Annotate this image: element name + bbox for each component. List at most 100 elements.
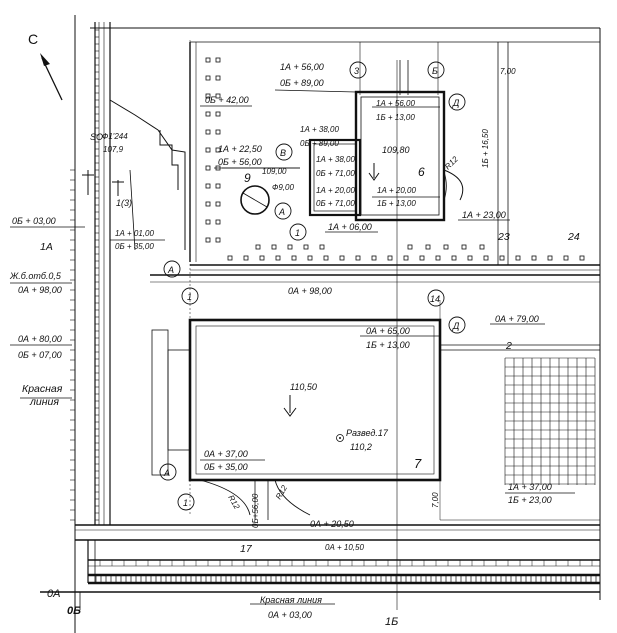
label-0a-80: 0А + 80,00 xyxy=(18,334,62,344)
square-mark xyxy=(563,255,569,261)
square-mark xyxy=(443,244,449,250)
axis-label-0a: 0А xyxy=(47,588,60,600)
label-06-56: 0Б+56,00 xyxy=(251,493,260,528)
square-mark xyxy=(227,255,233,261)
marker-1c: 1 xyxy=(183,498,188,508)
square-mark xyxy=(407,244,413,250)
label-1a-38b: 1А + 38,00 xyxy=(316,155,355,164)
square-mark xyxy=(215,57,221,63)
label-0a-37a: 0А + 37,00 xyxy=(204,449,248,459)
elev-phi: Ф9,00 xyxy=(272,183,294,192)
label-06-89b: 0Б + 89,00 xyxy=(300,139,339,148)
label-06-71a: 0Б + 71,00 xyxy=(316,169,355,178)
label-06-03: 0Б + 03,00 xyxy=(12,216,56,226)
grid-block xyxy=(504,357,596,485)
square-mark xyxy=(425,244,431,250)
axis-label-16: 1Б xyxy=(385,616,398,628)
label-16-50: 1Б + 16,50 xyxy=(481,129,490,168)
bnum-7: 7 xyxy=(414,456,422,471)
elev-110-2: 110,2 xyxy=(350,442,372,452)
label-1a-01: 1А + 01,00 xyxy=(115,229,154,238)
label-0a-79: 0А + 79,00 xyxy=(495,314,539,324)
north-label: С xyxy=(28,31,38,47)
elev-gold3: Ф1'244 xyxy=(102,132,128,141)
axis-markers xyxy=(159,61,466,511)
square-mark xyxy=(339,255,345,261)
square-mark xyxy=(547,255,553,261)
elev-gold2: 107,9 xyxy=(103,145,124,154)
square-mark xyxy=(291,255,297,261)
square-mark xyxy=(255,244,261,250)
slope-hatch-left xyxy=(70,29,99,521)
square-mark xyxy=(215,219,221,225)
marker-14: 14 xyxy=(430,294,440,304)
label-06-89-top: 0Б + 89,00 xyxy=(280,78,324,88)
coordinate-labels: 0Б + 42,00 1А + 56,00 0Б + 89,00 1А + 56… xyxy=(9,62,552,628)
square-mark xyxy=(461,244,467,250)
square-mark xyxy=(579,255,585,261)
marker-d2: Д xyxy=(452,321,460,331)
upper-left-building xyxy=(109,22,186,251)
label-7-00a: 7,00 xyxy=(500,67,516,76)
label-06-36: 0Б + 56,00 xyxy=(218,157,262,167)
lower-road xyxy=(40,524,600,593)
north-arrow: С xyxy=(28,31,63,101)
square-mark xyxy=(215,75,221,81)
square-mark xyxy=(307,255,313,261)
square-mark xyxy=(515,255,521,261)
axis-lines xyxy=(79,40,600,610)
square-mark xyxy=(323,255,329,261)
label-16-13c: 1Б + 13,00 xyxy=(366,340,410,350)
label-1a-06: 1А + 06,00 xyxy=(328,222,372,232)
building-6 xyxy=(308,60,464,222)
label-1a-56-top: 1А + 56,00 xyxy=(280,62,324,72)
square-mark xyxy=(205,183,211,189)
label-06-71b: 0Б + 71,00 xyxy=(316,199,355,208)
label-16-13-in: 1Б + 13,00 xyxy=(376,113,415,122)
square-mark xyxy=(205,219,211,225)
square-mark xyxy=(215,201,221,207)
square-mark xyxy=(205,147,211,153)
bnum-6: 6 xyxy=(418,165,425,179)
square-mark xyxy=(435,255,441,261)
square-mark xyxy=(483,255,489,261)
square-mark xyxy=(205,129,211,135)
square-mark xyxy=(205,93,211,99)
label-1a-22: 1А + 22,50 xyxy=(218,144,262,154)
marker-a1: А xyxy=(278,207,285,217)
elev-gold1: SO xyxy=(90,132,103,142)
square-mark xyxy=(205,237,211,243)
square-mark xyxy=(215,111,221,117)
label-7-00b: 7,00 xyxy=(431,492,440,508)
label-1a-23: 1А + 23,00 xyxy=(462,210,506,220)
square-mark xyxy=(531,255,537,261)
square-mark xyxy=(205,57,211,63)
label-0a-20: 0А + 20,50 xyxy=(310,519,354,529)
label-0a-98a: 0А + 98,00 xyxy=(18,285,62,295)
square-mark xyxy=(467,255,473,261)
label-16-13b: 1Б + 13,00 xyxy=(377,199,416,208)
label-1a-20a: 1А + 20,00 xyxy=(316,186,355,195)
frame-lines xyxy=(74,15,601,633)
slope-arrows xyxy=(283,163,380,417)
square-mark xyxy=(387,255,393,261)
radius-r12a: R12 xyxy=(443,154,460,171)
label-krasnaya: Красная xyxy=(22,383,63,395)
square-mark xyxy=(499,255,505,261)
square-mark xyxy=(215,129,221,135)
label-1a-37: 1А + 37,00 xyxy=(508,482,552,492)
square-mark xyxy=(215,147,221,153)
square-mark xyxy=(215,237,221,243)
square-mark xyxy=(479,244,485,250)
square-mark xyxy=(205,75,211,81)
label-1a-56-in: 1А + 56,00 xyxy=(376,99,415,108)
radius-r12b: R12 xyxy=(226,494,241,512)
square-mark xyxy=(271,244,277,250)
elev-109-80: 109,80 xyxy=(382,145,410,155)
label-1a: 1А xyxy=(40,241,53,253)
label-16-23: 1Б + 23,00 xyxy=(508,495,552,505)
marker-b: Б xyxy=(432,66,438,76)
marker-3: 3 xyxy=(354,66,359,76)
elev-razv: Развед.17 xyxy=(346,428,389,438)
